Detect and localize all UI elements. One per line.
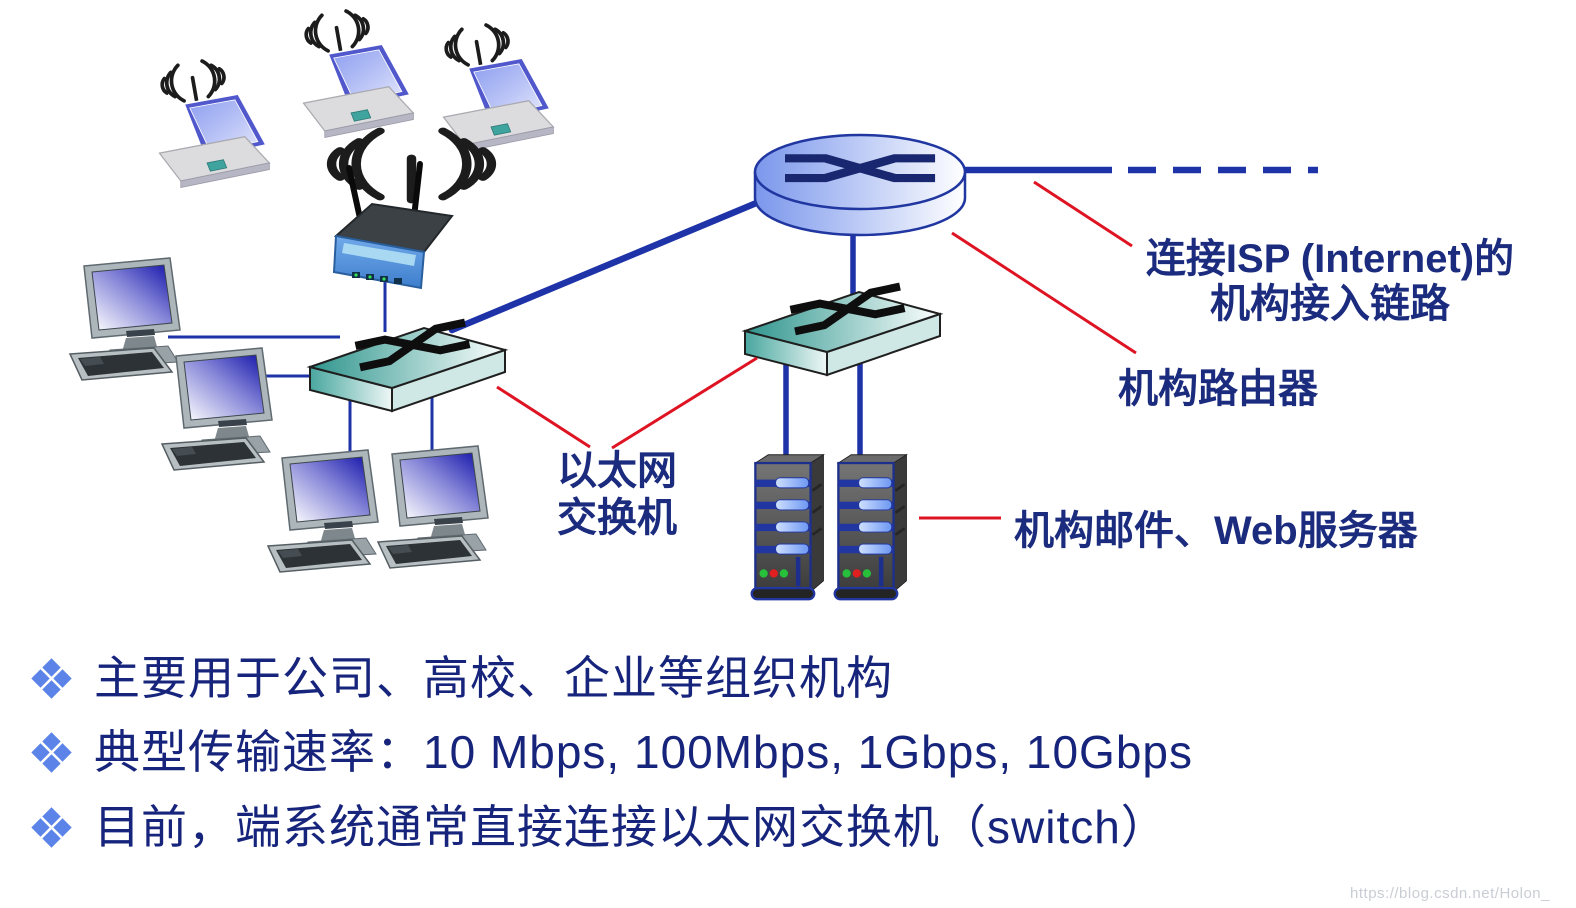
label-org-router: 机构路由器 xyxy=(1118,367,1318,411)
bullet-diamond-icon xyxy=(31,807,72,848)
desktop-pc-icon xyxy=(377,445,489,569)
label-mail-web-servers: 机构邮件、Web服务器 xyxy=(1014,509,1418,553)
router-icon xyxy=(753,133,967,237)
bullet-text: 主要用于公司、高校、企业等组织机构 xyxy=(94,652,893,704)
bullet-text: 典型传输速率：10 Mbps, 100Mbps, 1Gbps, 10Gbps xyxy=(94,726,1193,779)
list-item: 主要用于公司、高校、企业等组织机构 xyxy=(31,652,1534,705)
desktop-pc-icon xyxy=(161,347,273,471)
laptop-icon xyxy=(159,58,269,188)
bullet-text: 目前，端系统通常直接连接以太网交换机（switch） xyxy=(94,800,1168,853)
wireless-router-icon xyxy=(332,131,492,290)
list-item: 典型传输速率：10 Mbps, 100Mbps, 1Gbps, 10Gbps xyxy=(31,726,1534,779)
desktop-pc-icon xyxy=(267,449,379,573)
annotation-line-ethswitch-left xyxy=(496,385,591,449)
bullet-diamond-icon xyxy=(31,732,72,774)
server-icon xyxy=(750,453,825,601)
desktop-pc-icon xyxy=(69,257,181,381)
network-diagram xyxy=(69,0,1318,601)
laptop-icon xyxy=(303,8,413,138)
label-isp-access-link: 连接ISP (Internet)的 机构接入链路 xyxy=(1145,237,1515,327)
network-links xyxy=(168,166,1318,470)
annotation-line-router xyxy=(951,231,1137,355)
list-item: 目前，端系统通常直接连接以太网交换机（switch） xyxy=(31,800,1534,854)
bullet-list: 主要用于公司、高校、企业等组织机构 典型传输速率：10 Mbps, 100Mbp… xyxy=(31,652,1534,875)
server-icon xyxy=(833,453,908,601)
bullet-diamond-icon xyxy=(31,658,72,699)
laptop-icon xyxy=(443,22,553,152)
link-switch-router xyxy=(448,190,782,334)
annotation-line-ethswitch-right xyxy=(611,356,758,450)
label-ethernet-switch: 以太网 交换机 xyxy=(557,449,677,541)
annotation-lines xyxy=(496,180,1137,520)
annotation-line-isp xyxy=(1033,180,1133,248)
ethernet-switch-icon xyxy=(745,287,940,375)
watermark: https://blog.csdn.net/Holon_ xyxy=(1350,885,1550,902)
